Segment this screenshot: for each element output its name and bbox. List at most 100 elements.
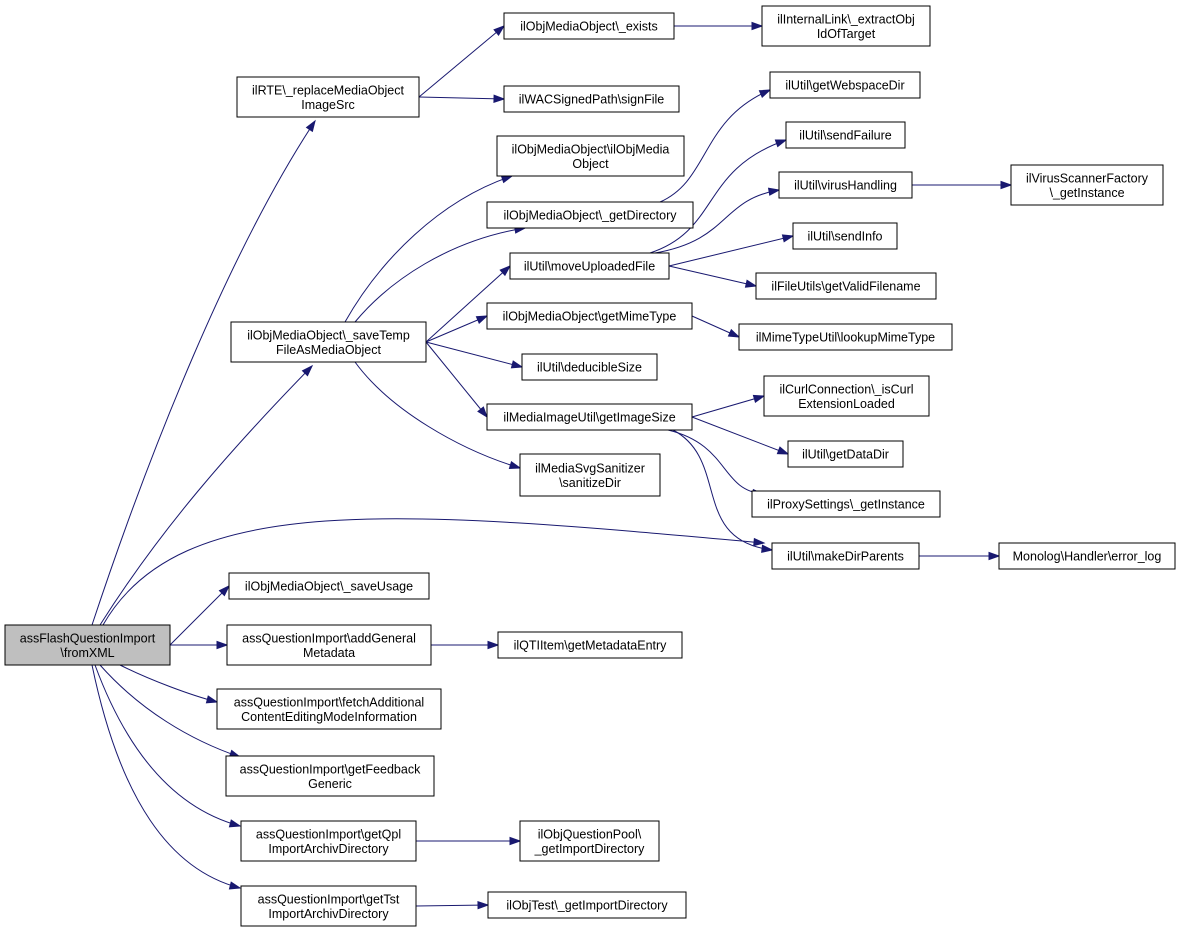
edges bbox=[91, 21, 1013, 910]
node-qi_fetch[interactable]: assQuestionImport\fetchAdditionalContent… bbox=[216, 688, 442, 730]
edge-arrowhead bbox=[475, 315, 489, 324]
edge-arrowhead bbox=[493, 25, 506, 36]
edge-line bbox=[418, 25, 505, 98]
edge-line bbox=[654, 189, 780, 254]
edge-util_makedir-to-monolog bbox=[919, 551, 1001, 561]
node-box bbox=[503, 85, 680, 113]
node-label-line: ilUtil\virusHandling bbox=[794, 179, 897, 193]
edge-omo_savetemp-to-omo_ctor bbox=[344, 175, 514, 323]
node-box bbox=[487, 891, 687, 919]
node-box bbox=[785, 121, 906, 149]
node-box bbox=[240, 820, 417, 862]
node-qti_meta[interactable]: ilQTIItem\getMetadataEntry bbox=[497, 631, 683, 659]
edge-arrowhead bbox=[752, 394, 766, 403]
node-box bbox=[226, 624, 432, 666]
node-label-line: ilUtil\sendInfo bbox=[807, 230, 882, 244]
edge-arrowhead bbox=[781, 234, 795, 243]
node-svg_sanitize[interactable]: ilMediaSvgSanitizer\sanitizeDir bbox=[519, 453, 661, 497]
node-wac_sign[interactable]: ilWACSignedPath\signFile bbox=[503, 85, 680, 113]
node-label-line: Generic bbox=[308, 777, 352, 791]
node-label-line: ilUtil\getWebspaceDir bbox=[785, 79, 904, 93]
edge-arrowhead bbox=[228, 819, 242, 828]
edge-root-to-util_makedir bbox=[102, 518, 766, 626]
node-omo_ctor[interactable]: ilObjMediaObject\ilObjMediaObject bbox=[496, 135, 685, 177]
node-label-line: ilCurlConnection\_isCurl bbox=[779, 382, 913, 396]
node-label-line: ilUtil\moveUploadedFile bbox=[524, 260, 655, 274]
node-label-line: ilUtil\makeDirParents bbox=[787, 550, 904, 564]
edge-arrowhead bbox=[767, 187, 781, 196]
node-omo_savetemp[interactable]: ilObjMediaObject\_saveTempFileAsMediaObj… bbox=[230, 321, 427, 363]
node-box bbox=[787, 440, 904, 468]
node-img_size[interactable]: ilMediaImageUtil\getImageSize bbox=[486, 403, 693, 431]
node-label-line: ilObjMediaObject\_getDirectory bbox=[504, 209, 678, 223]
edge-line bbox=[91, 664, 241, 889]
node-util_sendinfo[interactable]: ilUtil\sendInfo bbox=[792, 222, 898, 250]
node-qi_tst[interactable]: assQuestionImport\getTstImportArchivDire… bbox=[240, 885, 417, 927]
node-util_makedir[interactable]: ilUtil\makeDirParents bbox=[771, 542, 920, 570]
node-virus_factory[interactable]: ilVirusScannerFactory\_getInstance bbox=[1010, 164, 1164, 206]
edge-omo_exists-to-il_extract bbox=[674, 21, 764, 31]
edge-util_move-to-util_sendinfo bbox=[668, 234, 795, 267]
node-label-line: ilWACSignedPath\signFile bbox=[519, 93, 664, 107]
node-box bbox=[792, 222, 898, 250]
node-label-line: \_getInstance bbox=[1049, 186, 1124, 200]
node-qpool_dir[interactable]: ilObjQuestionPool\_getImportDirectory bbox=[519, 820, 660, 862]
edge-line bbox=[649, 139, 787, 254]
node-omo_exists[interactable]: ilObjMediaObject\_exists bbox=[503, 12, 675, 40]
edge-arrowhead bbox=[477, 406, 488, 419]
node-label-line: ilUtil\deducibleSize bbox=[537, 361, 642, 375]
edge-util_move-to-util_virus bbox=[654, 187, 781, 254]
edge-arrowhead bbox=[774, 139, 788, 148]
node-util_webspace[interactable]: ilUtil\getWebspaceDir bbox=[769, 71, 921, 99]
edge-line bbox=[91, 120, 316, 626]
node-fileutils_valid[interactable]: ilFileUtils\getValidFilename bbox=[755, 272, 937, 300]
node-label-line: ilVirusScannerFactory bbox=[1026, 171, 1149, 185]
edge-arrowhead bbox=[761, 544, 774, 553]
node-util_datadir[interactable]: ilUtil\getDataDir bbox=[787, 440, 904, 468]
node-label-line: ilUtil\sendFailure bbox=[799, 129, 891, 143]
node-util_virus[interactable]: ilUtil\virusHandling bbox=[778, 171, 913, 199]
node-box bbox=[778, 171, 913, 199]
node-omo_saveusage[interactable]: ilObjMediaObject\_saveUsage bbox=[228, 572, 430, 600]
node-box bbox=[519, 820, 660, 862]
node-label-line: Metadata bbox=[303, 646, 355, 660]
edge-line bbox=[668, 265, 757, 287]
node-box bbox=[769, 71, 921, 99]
edge-line bbox=[691, 395, 765, 418]
node-box bbox=[519, 453, 661, 497]
node-util_deducible[interactable]: ilUtil\deducibleSize bbox=[521, 353, 658, 381]
edge-img_size-to-proxy_inst bbox=[667, 429, 765, 498]
edge-line bbox=[659, 89, 771, 203]
node-box bbox=[225, 755, 435, 797]
node-box bbox=[216, 688, 442, 730]
edge-arrowhead bbox=[758, 89, 772, 99]
edge-img_size-to-util_makedir bbox=[672, 429, 774, 553]
node-box bbox=[236, 76, 420, 118]
node-util_move[interactable]: ilUtil\moveUploadedFile bbox=[509, 252, 670, 280]
edge-omo_savetemp-to-img_size bbox=[425, 341, 488, 419]
node-label-line: ilObjMediaObject\_saveTemp bbox=[247, 328, 410, 342]
node-mime_lookup[interactable]: ilMimeTypeUtil\lookupMimeType bbox=[738, 323, 953, 351]
node-label-line: ilProxySettings\_getInstance bbox=[767, 498, 925, 512]
node-label-line: assQuestionImport\addGeneral bbox=[242, 631, 416, 645]
edge-util_move-to-fileutils_valid bbox=[668, 265, 758, 288]
node-monolog[interactable]: Monolog\Handler\error_log bbox=[998, 542, 1176, 570]
node-label-line: ilUtil\getDataDir bbox=[802, 448, 889, 462]
node-proxy_inst[interactable]: ilProxySettings\_getInstance bbox=[751, 490, 941, 518]
edge-line bbox=[99, 365, 313, 626]
node-util_sendfail[interactable]: ilUtil\sendFailure bbox=[785, 121, 906, 149]
node-tst_dir[interactable]: ilObjTest\_getImportDirectory bbox=[487, 891, 687, 919]
node-omo_getdir[interactable]: ilObjMediaObject\_getDirectory bbox=[486, 201, 694, 229]
node-root[interactable]: assFlashQuestionImport\fromXML bbox=[4, 624, 171, 666]
edge-rte_replace-to-wac_sign bbox=[418, 94, 506, 103]
node-omo_mime[interactable]: ilObjMediaObject\getMimeType bbox=[486, 302, 693, 330]
node-qi_qpl[interactable]: assQuestionImport\getQplImportArchivDire… bbox=[240, 820, 417, 862]
edge-omo_savetemp-to-util_move bbox=[425, 264, 512, 343]
edge-arrowhead bbox=[727, 328, 741, 338]
edge-line bbox=[425, 341, 488, 418]
